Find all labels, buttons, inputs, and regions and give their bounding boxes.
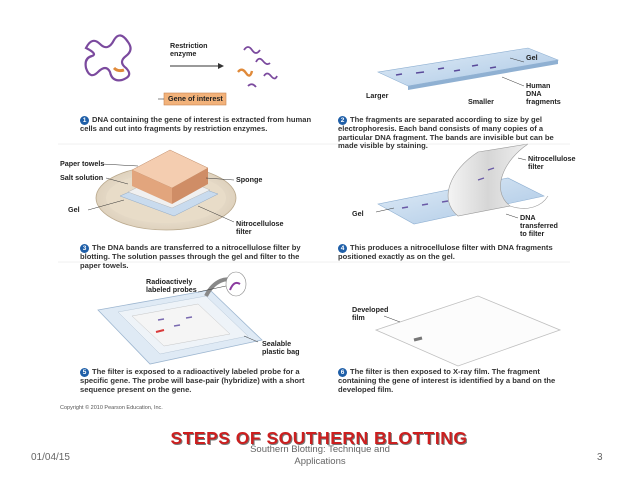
label-paper-towels: Paper towels [60, 159, 105, 168]
footer-date: 01/04/15 [31, 452, 70, 463]
label-nitrocellulose-filter-2: Nitrocellulose filter [528, 154, 576, 171]
gene-segment [112, 66, 125, 73]
panel3-blotting [87, 149, 237, 231]
label-gene-of-interest: Gene of interest [168, 94, 223, 103]
film-band [413, 336, 423, 342]
label-dna-transferred: DNA transferred to filter [520, 213, 558, 238]
step-2-text: The fragments are separated according to… [338, 115, 554, 151]
step-6-text: The filter is then exposed to X-ray film… [338, 367, 556, 394]
step-4-text: This produces a nitrocellulose filter wi… [338, 243, 553, 261]
label-human-dna: Human DNA fragments [526, 81, 561, 106]
panel4-filter [375, 143, 549, 225]
step-5-number: 5 [80, 368, 89, 377]
label-gel-3: Gel [352, 209, 364, 218]
label-restriction-enzyme: Restriction enzyme [170, 41, 208, 58]
step-3-number: 3 [80, 244, 89, 253]
panel5-probe [97, 271, 263, 365]
step-3-text: The DNA bands are transferred to a nitro… [80, 243, 301, 270]
panel6-film [374, 295, 562, 367]
label-gel: Gel [526, 53, 538, 62]
figure-illustrations [58, 34, 570, 367]
label-sponge: Sponge [236, 175, 263, 184]
page-number: 3 [597, 452, 603, 463]
label-sealable-bag: Sealable plastic bag [262, 339, 300, 356]
step-4-number: 4 [338, 244, 347, 253]
arrow-head [218, 63, 224, 69]
label-larger: Larger [366, 91, 389, 100]
step-6-number: 6 [338, 368, 347, 377]
labeled-band [155, 329, 165, 333]
label-radioactive-probes: Radioactively labeled probes [146, 277, 197, 294]
label-gel-2: Gel [68, 205, 80, 214]
curling-filter [447, 143, 529, 217]
gel-bands [395, 64, 497, 76]
copyright-notice: Copyright © 2010 Pearson Education, Inc. [60, 405, 163, 411]
step-5-text: The filter is exposed to a radioactively… [80, 367, 305, 394]
panel1-dna-cutting [84, 34, 278, 106]
step-2-number: 2 [338, 116, 347, 125]
label-developed-film: Developed film [352, 305, 389, 322]
probe-squiggle [229, 281, 241, 291]
label-smaller: Smaller [468, 97, 494, 106]
label-nitrocellulose-filter: Nitrocellulose filter [236, 219, 284, 236]
step-1-number: 1 [80, 116, 89, 125]
step-1-text: DNA containing the gene of interest is e… [80, 115, 312, 133]
dna-strand-uncut [84, 34, 132, 82]
footer-title: Southern Blotting: Technique and Applica… [250, 444, 390, 467]
panel2-gel [376, 47, 560, 90]
label-salt-solution: Salt solution [60, 173, 104, 182]
developed-film-sheet [374, 295, 562, 367]
southern-blotting-figure: Restriction enzyme Gene of interest Gel … [58, 0, 576, 422]
filter-in-bag [131, 303, 231, 347]
slide-title: STEPS OF SOUTHERN BLOTTING [170, 428, 468, 448]
